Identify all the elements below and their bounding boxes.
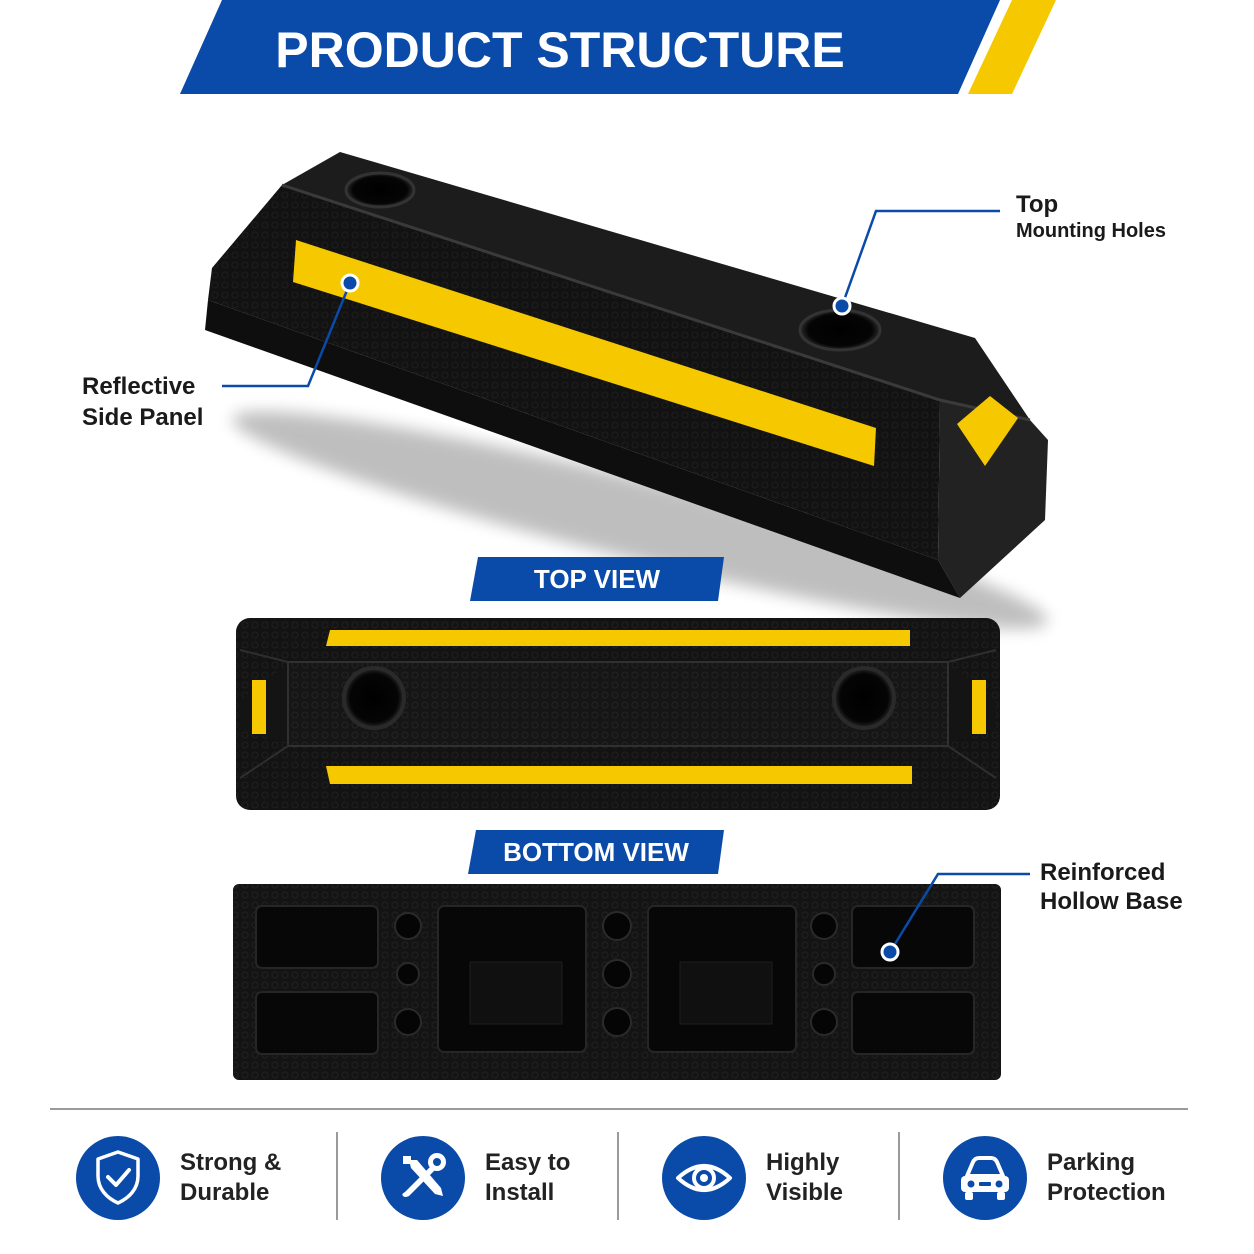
feature-divider	[50, 1108, 1188, 1110]
feature-4-line2: Protection	[1047, 1179, 1166, 1206]
bottom-view-tag: BOTTOM VIEW	[503, 837, 689, 867]
feature-1-line2: Durable	[180, 1179, 270, 1206]
feature-strong-durable: Strong & Durable	[76, 1134, 326, 1234]
feature-parking-protection: Parking Protection	[943, 1134, 1193, 1234]
callout-top-mounting-holes: Top Mounting Holes	[1016, 190, 1166, 244]
callout-hollow-line1: Reinforced	[1040, 859, 1166, 886]
wheel-stop-perspective	[205, 152, 1048, 629]
end-reflector	[957, 396, 1018, 466]
feature-separator-3	[898, 1132, 900, 1220]
mounting-hole-2	[798, 308, 882, 352]
shield-check-icon	[76, 1136, 160, 1220]
callout-dot-hollow-base	[880, 942, 900, 962]
feature-highly-visible: Highly Visible	[662, 1134, 912, 1234]
feature-2-line1: Easy to	[485, 1149, 571, 1176]
callout-reflective-line2: Side Panel	[82, 404, 204, 431]
page-title: PRODUCT STRUCTURE	[275, 22, 845, 78]
mounting-hole-1	[344, 171, 416, 209]
feature-2-line2: Install	[485, 1179, 555, 1206]
callout-top-line2: Mounting Holes	[1016, 220, 1166, 243]
tools-icon	[381, 1136, 465, 1220]
feature-separator-2	[617, 1132, 619, 1220]
car-icon	[943, 1136, 1027, 1220]
feature-1-line1: Strong &	[180, 1149, 282, 1176]
feature-easy-install: Easy to Install	[381, 1134, 631, 1234]
product-illustration	[205, 152, 1048, 1080]
title-banner	[180, 0, 1056, 94]
callout-reflective-line1: Reflective	[82, 373, 196, 400]
reflective-stripe	[293, 240, 876, 466]
callout-reflective-side-panel: Reflective Side Panel	[82, 371, 203, 433]
top-view-tag: TOP VIEW	[533, 564, 661, 594]
callout-reinforced-hollow-base: Reinforced Hollow Base	[1040, 858, 1183, 916]
wheel-stop-top-view	[236, 618, 1000, 810]
callout-dot-top-holes	[832, 296, 852, 316]
feature-separator-1	[336, 1132, 338, 1220]
feature-3-line1: Highly	[766, 1149, 840, 1176]
feature-4-line1: Parking	[1047, 1149, 1136, 1176]
callout-top-line1: Top	[1016, 191, 1059, 218]
eye-icon	[662, 1136, 746, 1220]
callout-dot-reflective	[340, 273, 360, 293]
wheel-stop-bottom-view	[233, 884, 1001, 1080]
callout-hollow-line2: Hollow Base	[1040, 888, 1183, 915]
feature-3-line2: Visible	[766, 1179, 843, 1206]
